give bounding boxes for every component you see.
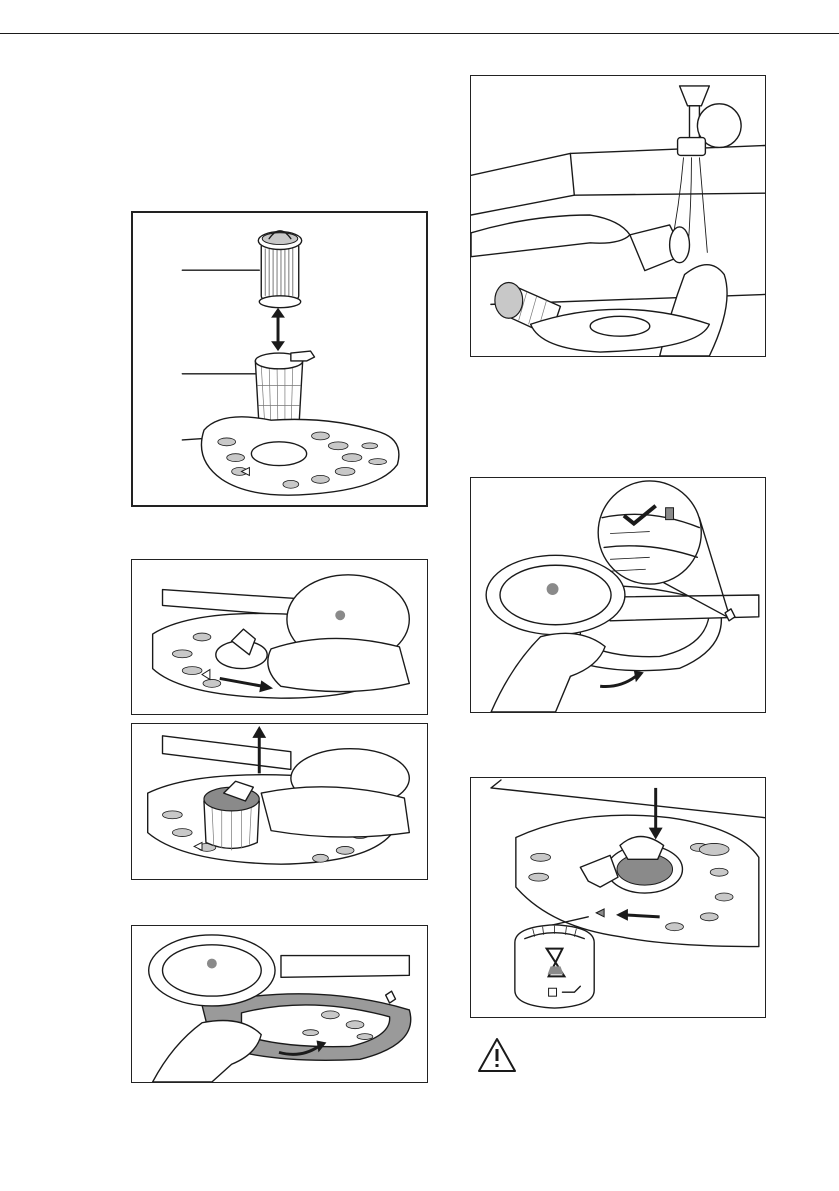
header-rule — [0, 33, 839, 34]
turn-filter-illustration — [132, 560, 427, 714]
lift-filter-illustration — [132, 724, 427, 879]
figure-lock-filter — [470, 777, 766, 1018]
spray-arm-check-illustration — [471, 478, 765, 712]
flat-filter-plate — [201, 417, 398, 495]
fine-filter — [258, 231, 301, 308]
hand — [491, 633, 605, 712]
coarse-filter — [630, 225, 690, 271]
spray-arm — [163, 736, 291, 770]
figure-rinse-under-tap — [470, 75, 766, 357]
figure-check-spray-arm — [470, 477, 766, 713]
double-arrow-icon — [271, 308, 285, 351]
spray-arm — [610, 595, 759, 621]
coarse-filter — [204, 781, 259, 850]
filter-assembly-illustration — [133, 213, 426, 505]
figure-rotate-flat-filter — [131, 925, 428, 1083]
lock-symbol-detail — [515, 925, 594, 1008]
zoom-detail-circle — [598, 481, 701, 584]
arrow-rotate-icon — [600, 670, 644, 686]
rotate-flat-filter-illustration — [132, 926, 427, 1082]
figure-lift-filter — [131, 723, 428, 880]
left-hand — [471, 215, 630, 257]
rinse-filter-illustration — [471, 76, 765, 356]
spray-arm — [281, 956, 409, 978]
lock-filter-illustration — [471, 778, 765, 1017]
tap-icon — [678, 86, 742, 156]
hand — [153, 1021, 262, 1082]
hand — [268, 638, 409, 691]
warning-triangle-icon — [477, 1037, 517, 1073]
figure-filter-assembly — [131, 211, 428, 507]
hand — [261, 787, 409, 837]
figure-turn-filter — [131, 559, 428, 715]
